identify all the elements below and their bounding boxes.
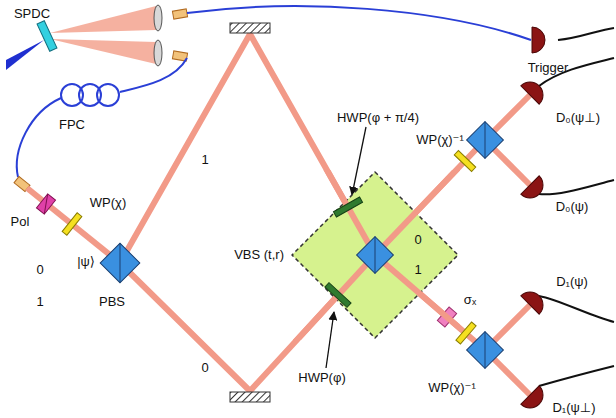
wave-plate [62,213,82,235]
beam-splitter [467,122,504,159]
beam-splitter [357,237,394,274]
laser-beam [290,170,375,255]
detector-label: Trigger [528,61,569,75]
laser-beam [290,255,375,340]
detector-label: D₁(ψ) [556,275,588,289]
beam-splitter [467,332,504,369]
wave-plate [454,151,475,172]
port-number: 0 [36,263,43,277]
port-number: 1 [414,263,421,277]
component-label: HWP(φ + π/4) [337,111,419,125]
photon-cone [50,39,156,64]
detector-label: D₁(ψ⊥) [552,401,595,415]
spdc-crystal [37,21,57,52]
pump-beam [6,40,44,70]
region-label: VBS (t,r) [234,248,284,262]
state-label: |ψ⟩ [77,255,95,269]
path-number: 0 [201,361,208,375]
fiber [120,58,187,92]
beam-splitter [100,243,140,283]
laser-beam [27,34,530,395]
fiber [187,6,531,40]
detector-label: D₀(ψ) [556,200,589,214]
mirror [230,392,270,402]
fiber-loop [61,84,83,106]
component-label: σₓ [464,293,476,307]
fiber [17,98,61,177]
component-label: WP(χ) [90,196,126,210]
fiber-coupler [172,9,187,19]
photon-cone [50,6,156,33]
lens [154,40,162,66]
component-label: FPC [59,118,85,132]
half-wave-plate [333,197,362,217]
crystal-label: SPDC [14,7,50,21]
component-label: HWP(φ) [298,371,345,385]
detector-cable [539,28,614,386]
mirror [230,23,270,33]
port-number: 1 [36,295,43,309]
path-number: 1 [201,153,208,167]
port-number: 0 [414,233,421,247]
component-label: PBS [99,295,125,309]
component-label: WP(χ)⁻¹ [428,381,476,395]
polarizer [36,194,55,214]
region-outline [290,170,460,340]
component-label: WP(χ)⁻¹ [416,133,464,147]
detector [521,27,549,413]
leader-arrow [326,312,334,368]
lens [154,5,162,31]
laser-beam [375,170,460,255]
laser-beam [375,255,460,340]
beam-splitter-region: VBS (t,r) [290,170,460,340]
half-wave-plate [325,283,351,308]
detector-label: D₀(ψ⊥) [556,111,600,125]
component-label: Pol [11,215,30,229]
